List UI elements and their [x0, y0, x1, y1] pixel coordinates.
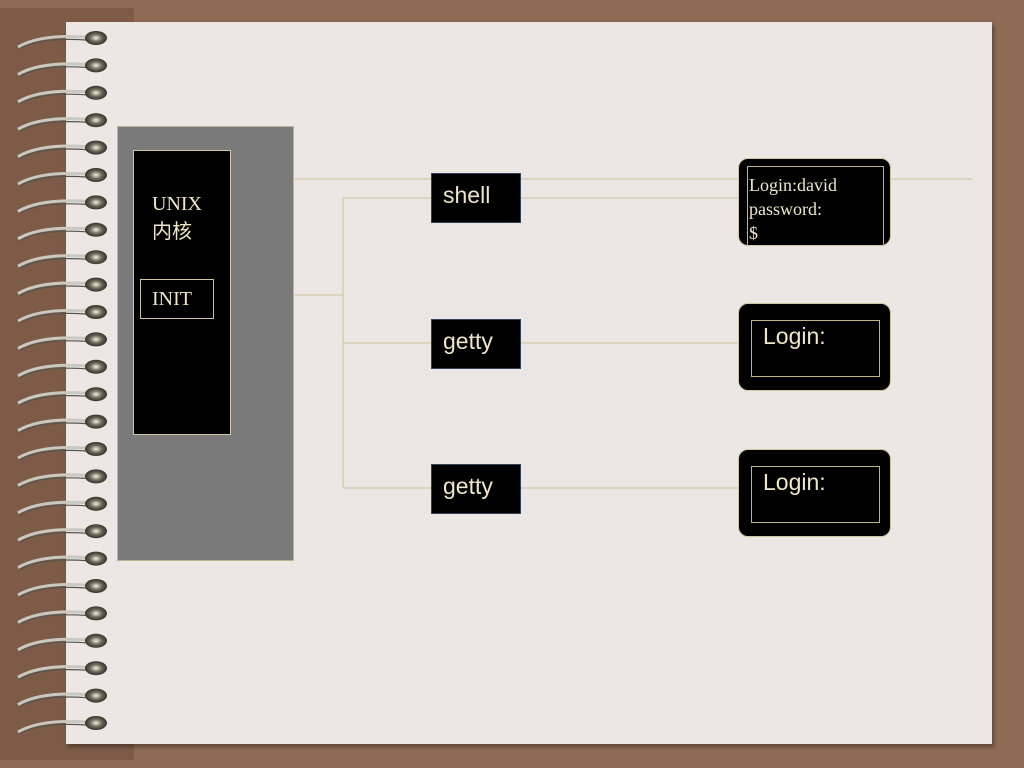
binding-ring: [17, 442, 107, 461]
binding-ring: [17, 113, 107, 132]
binding-ring: [17, 496, 107, 516]
spiral-binding: [17, 31, 107, 735]
terminal-2: Login:: [738, 303, 891, 391]
binding-ring: [17, 168, 107, 187]
getty-process-box-2: getty: [431, 464, 521, 514]
binding-ring: [17, 58, 107, 77]
terminal-3: Login:: [738, 449, 891, 537]
binding-ring: [17, 414, 107, 434]
init-process-box: INIT: [140, 279, 214, 319]
binding-ring: [17, 85, 107, 105]
binding-ring: [17, 551, 107, 571]
binding-ring: [17, 250, 107, 269]
binding-ring: [17, 359, 107, 379]
getty-process-box-1: getty: [431, 319, 521, 369]
binding-ring: [17, 716, 107, 735]
binding-ring: [17, 387, 107, 406]
shell-process-box: shell: [431, 173, 521, 223]
terminal-1-text: Login:david password: $: [747, 166, 884, 246]
binding-ring: [17, 31, 107, 50]
binding-ring: [17, 661, 107, 680]
terminal-2-text: Login:: [751, 320, 880, 377]
binding-ring: [17, 222, 107, 242]
binding-ring: [17, 606, 107, 625]
binding-ring: [17, 305, 107, 324]
binding-ring: [17, 332, 107, 351]
binding-ring: [17, 633, 107, 653]
terminal-1: Login:david password: $: [738, 158, 891, 246]
binding-ring: [17, 579, 107, 598]
terminal-3-text: Login:: [751, 466, 880, 523]
binding-ring: [17, 140, 107, 160]
binding-ring: [17, 524, 107, 543]
binding-ring: [17, 277, 107, 297]
binding-ring: [17, 195, 107, 214]
binding-ring: [17, 469, 107, 488]
binding-ring: [17, 688, 107, 708]
kernel-label: UNIX 内核: [152, 193, 202, 243]
